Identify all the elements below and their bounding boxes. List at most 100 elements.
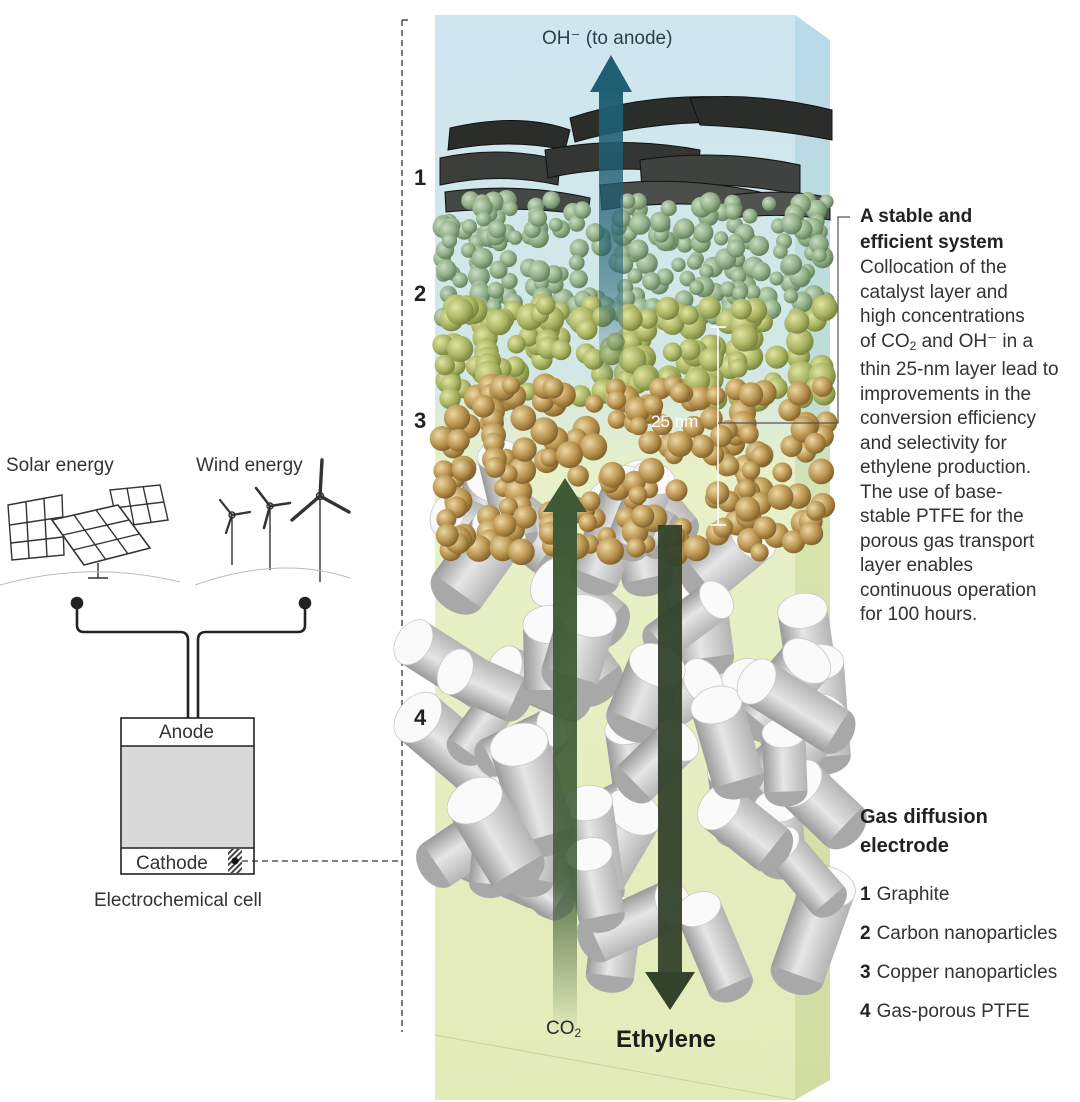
copper-nanoparticle (492, 513, 517, 537)
copper-nanoparticle (682, 415, 705, 438)
copper-nanoparticle (687, 385, 713, 411)
carbon-nanoparticle (676, 236, 693, 253)
callout-line-5: thin 25-nm layer lead to (860, 359, 1059, 380)
copper-nanoparticle (736, 479, 756, 499)
carbon-nanoparticle (501, 272, 518, 290)
layer-number-2: 2 (414, 281, 427, 306)
copper-nanoparticle (498, 497, 519, 517)
copper-nanoparticle (606, 390, 627, 410)
carbon-nanoparticle (699, 264, 714, 279)
callout-box: A stable and efficient system Collocatio… (860, 204, 1059, 628)
ptfe-cylinder (436, 648, 533, 722)
copper-nanoparticle (804, 432, 826, 454)
carbon-copper-nanoparticle (699, 347, 724, 372)
copper-nanoparticle (447, 428, 470, 452)
carbon-copper-nanoparticle (662, 342, 683, 362)
callout-line-9: ethylene production. (860, 457, 1032, 478)
carbon-nanoparticle (689, 280, 704, 296)
copper-nanoparticle (767, 484, 794, 510)
ptfe-cylinder (565, 837, 625, 933)
carbon-copper-nanoparticle (728, 358, 748, 378)
carbon-nanoparticle (642, 272, 661, 291)
carbon-nanoparticle (436, 259, 457, 281)
wind-energy-label: Wind energy (196, 455, 303, 476)
carbon-copper-nanoparticle (447, 335, 474, 362)
callout-line-14: continuous operation (860, 579, 1037, 601)
copper-nanoparticle (512, 437, 537, 462)
carbon-nanoparticle (748, 235, 770, 256)
carbon-nanoparticle (528, 260, 551, 283)
wind-turbines-icon (194, 458, 351, 586)
carbon-copper-nanoparticle (731, 324, 759, 352)
copper-nanoparticle (720, 456, 740, 476)
carbon-nanoparticle (726, 239, 745, 258)
carbon-nanoparticle (507, 230, 523, 245)
carbon-nanoparticle (542, 191, 561, 209)
carbon-copper-nanoparticle (785, 309, 810, 334)
carbon-copper-nanoparticle (576, 318, 598, 341)
copper-nanoparticle (567, 465, 589, 487)
copper-nanoparticle (781, 530, 806, 554)
copper-nanoparticle (700, 407, 723, 430)
callout-line-10: The use of base- (860, 481, 1003, 503)
carbon-copper-nanoparticle (550, 339, 572, 361)
copper-nanoparticle (580, 491, 601, 511)
cell-caption: Electrochemical cell (94, 890, 262, 911)
carbon-nanoparticle (656, 268, 674, 286)
wires (70, 596, 312, 718)
copper-nanoparticle (513, 505, 537, 529)
callout-line-8: and selectivity for (860, 432, 1007, 454)
callout-line-11: stable PTFE for the (860, 506, 1024, 527)
carbon-copper-nanoparticle (434, 354, 455, 376)
copper-nanoparticle (542, 377, 564, 399)
copper-nanoparticle (607, 410, 627, 429)
scale-label: 25 nm (651, 412, 699, 431)
carbon-nanoparticle (806, 199, 827, 221)
callout-line-13: layer enables (860, 555, 974, 576)
carbon-nanoparticle (686, 254, 703, 270)
copper-nanoparticle (738, 382, 764, 407)
oh-flow-label: OH⁻ (to anode) (542, 28, 673, 49)
copper-nanoparticle (436, 509, 457, 529)
carbon-copper-nanoparticle (765, 345, 789, 369)
copper-nanoparticle (510, 405, 537, 431)
copper-nanoparticle (508, 538, 535, 566)
nanoparticle-layers (429, 190, 838, 567)
carbon-nanoparticle (476, 211, 491, 227)
carbon-nanoparticle (529, 209, 548, 227)
carbon-copper-nanoparticle (656, 296, 680, 320)
callout-title-1: A stable and (860, 206, 973, 227)
callout-line-4: of CO2 and OH⁻ in a (860, 330, 1034, 353)
ptfe-cylinder (446, 776, 545, 894)
copper-nanoparticle (805, 500, 826, 521)
carbon-nanoparticle (460, 242, 476, 258)
callout-title-2: efficient system (860, 232, 1004, 253)
carbon-nanoparticle (773, 244, 788, 259)
carbon-nanoparticle (783, 288, 799, 304)
carbon-nanoparticle (674, 218, 695, 239)
copper-nanoparticle (540, 448, 559, 467)
copper-nanoparticle (750, 543, 769, 562)
carbon-nanoparticle (487, 281, 505, 299)
carbon-nanoparticle (471, 247, 493, 269)
copper-nanoparticle (628, 485, 648, 505)
callout-line-1: Collocation of the (860, 257, 1007, 278)
copper-nanoparticle (665, 479, 688, 502)
copper-nanoparticle (432, 474, 457, 499)
copper-nanoparticle (556, 441, 583, 469)
copper-nanoparticle (734, 496, 761, 522)
copper-nanoparticle (808, 458, 835, 485)
carbon-nanoparticle (809, 234, 829, 255)
electrochemical-cell (120, 717, 255, 875)
carbon-nanoparticle (628, 239, 649, 260)
copper-nanoparticle (750, 446, 771, 467)
copper-nanoparticle (690, 434, 714, 459)
carbon-nanoparticle (744, 284, 761, 300)
carbon-nanoparticle (489, 260, 508, 279)
carbon-nanoparticle (502, 200, 518, 217)
carbon-nanoparticle (730, 268, 747, 285)
copper-nanoparticle (710, 425, 733, 448)
copper-nanoparticle (643, 395, 664, 416)
